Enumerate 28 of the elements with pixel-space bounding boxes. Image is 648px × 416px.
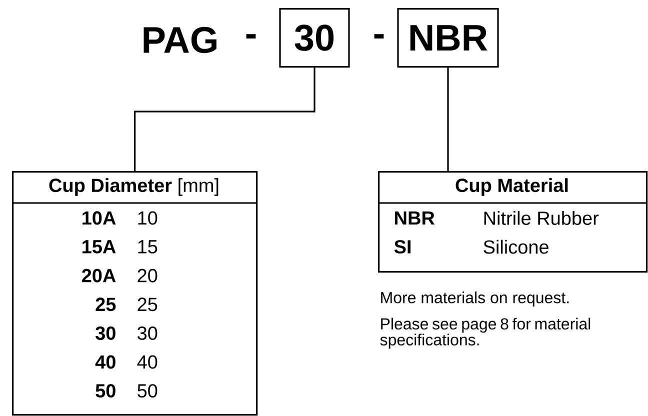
option-value: 10 <box>138 211 158 225</box>
option-value: Nitrile Rubber <box>484 211 599 225</box>
option-value: 50 <box>138 384 158 398</box>
option-value: 20 <box>138 268 158 282</box>
option-value: Silicone <box>484 240 548 254</box>
option-value: 40 <box>137 355 158 369</box>
option-code: SI <box>394 240 410 254</box>
option-code: 30 <box>96 326 116 340</box>
option-code: 15A <box>82 240 116 254</box>
option-code: 10A <box>82 211 116 225</box>
option-code: 40 <box>95 355 116 369</box>
connector-line <box>447 68 449 171</box>
option-code: 50 <box>96 384 116 398</box>
option-value: 30 <box>138 326 158 340</box>
part-prefix: PAG <box>144 26 216 54</box>
note: More materials on request. <box>381 292 569 306</box>
table-header: Cup Material <box>456 178 568 196</box>
note: Please see page 8 for material specifications. <box>380 318 590 349</box>
option-value: 15 <box>138 240 158 254</box>
connector-line <box>134 68 316 171</box>
code-box: NBR <box>397 8 499 68</box>
code-box: 30 <box>279 8 350 68</box>
separator-dash: - <box>374 34 384 39</box>
option-code: NBR <box>395 211 435 225</box>
table-header: Cup Diameter [mm] <box>49 178 218 196</box>
option-code: 20A <box>82 268 116 282</box>
option-value: 25 <box>138 298 158 312</box>
option-code: 25 <box>96 298 116 312</box>
